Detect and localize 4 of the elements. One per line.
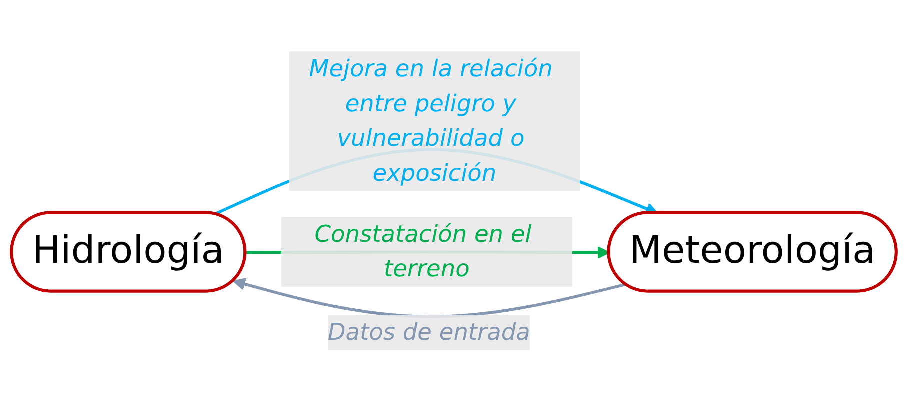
edge-label: Datos de entrada: [328, 318, 530, 346]
edge-label: Mejora en la relación entre peligro y vulnerabilidad o exposición: [309, 54, 553, 186]
arrow: [233, 278, 626, 318]
edge-label: Constatación en el terreno: [314, 220, 532, 282]
